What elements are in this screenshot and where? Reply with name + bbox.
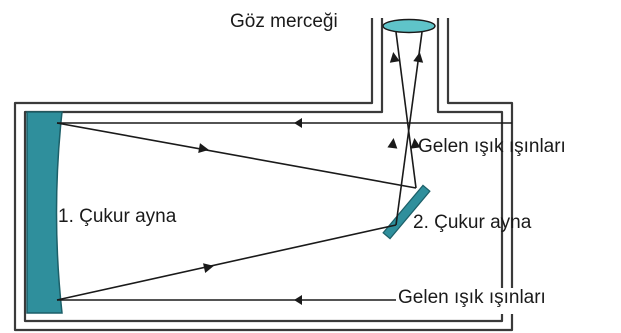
secondary-mirror-label: 2. Çukur ayna [413, 212, 532, 233]
tube-inner-wall [23, 18, 504, 323]
arrow-upward-a [387, 138, 398, 149]
primary-mirror [26, 111, 63, 314]
arrow-incoming-bottom [294, 295, 302, 305]
arrow-upward-b [410, 138, 421, 149]
incoming-rays-top-label: Gelen ışık ışınları [418, 136, 566, 157]
arrow-incoming-top [294, 118, 302, 128]
tube-inner-wall-right [436, 18, 504, 288]
eyepiece-label: Göz merceği [230, 11, 338, 32]
light-rays [56, 31, 512, 301]
eyepiece-lens [382, 18, 436, 34]
tube-outer-wall [13, 18, 514, 332]
reflected-ray-top [56, 122, 417, 189]
telescope-tube [13, 18, 514, 332]
reflected-ray-bottom [56, 224, 397, 301]
upward-ray-a [395, 31, 417, 189]
arrow-upward-c [389, 52, 400, 63]
ray-arrows [198, 52, 424, 305]
arrow-reflected-top [198, 143, 209, 154]
primary-mirror-label: 1. Çukur ayna [58, 206, 177, 227]
incoming-rays-bottom-label: Gelen ışık ışınları [396, 287, 548, 308]
arrow-upward-d [413, 52, 424, 63]
tube-outer-wall-right [446, 18, 514, 288]
arrow-reflected-bottom [203, 263, 214, 273]
upward-ray-b [395, 31, 423, 226]
